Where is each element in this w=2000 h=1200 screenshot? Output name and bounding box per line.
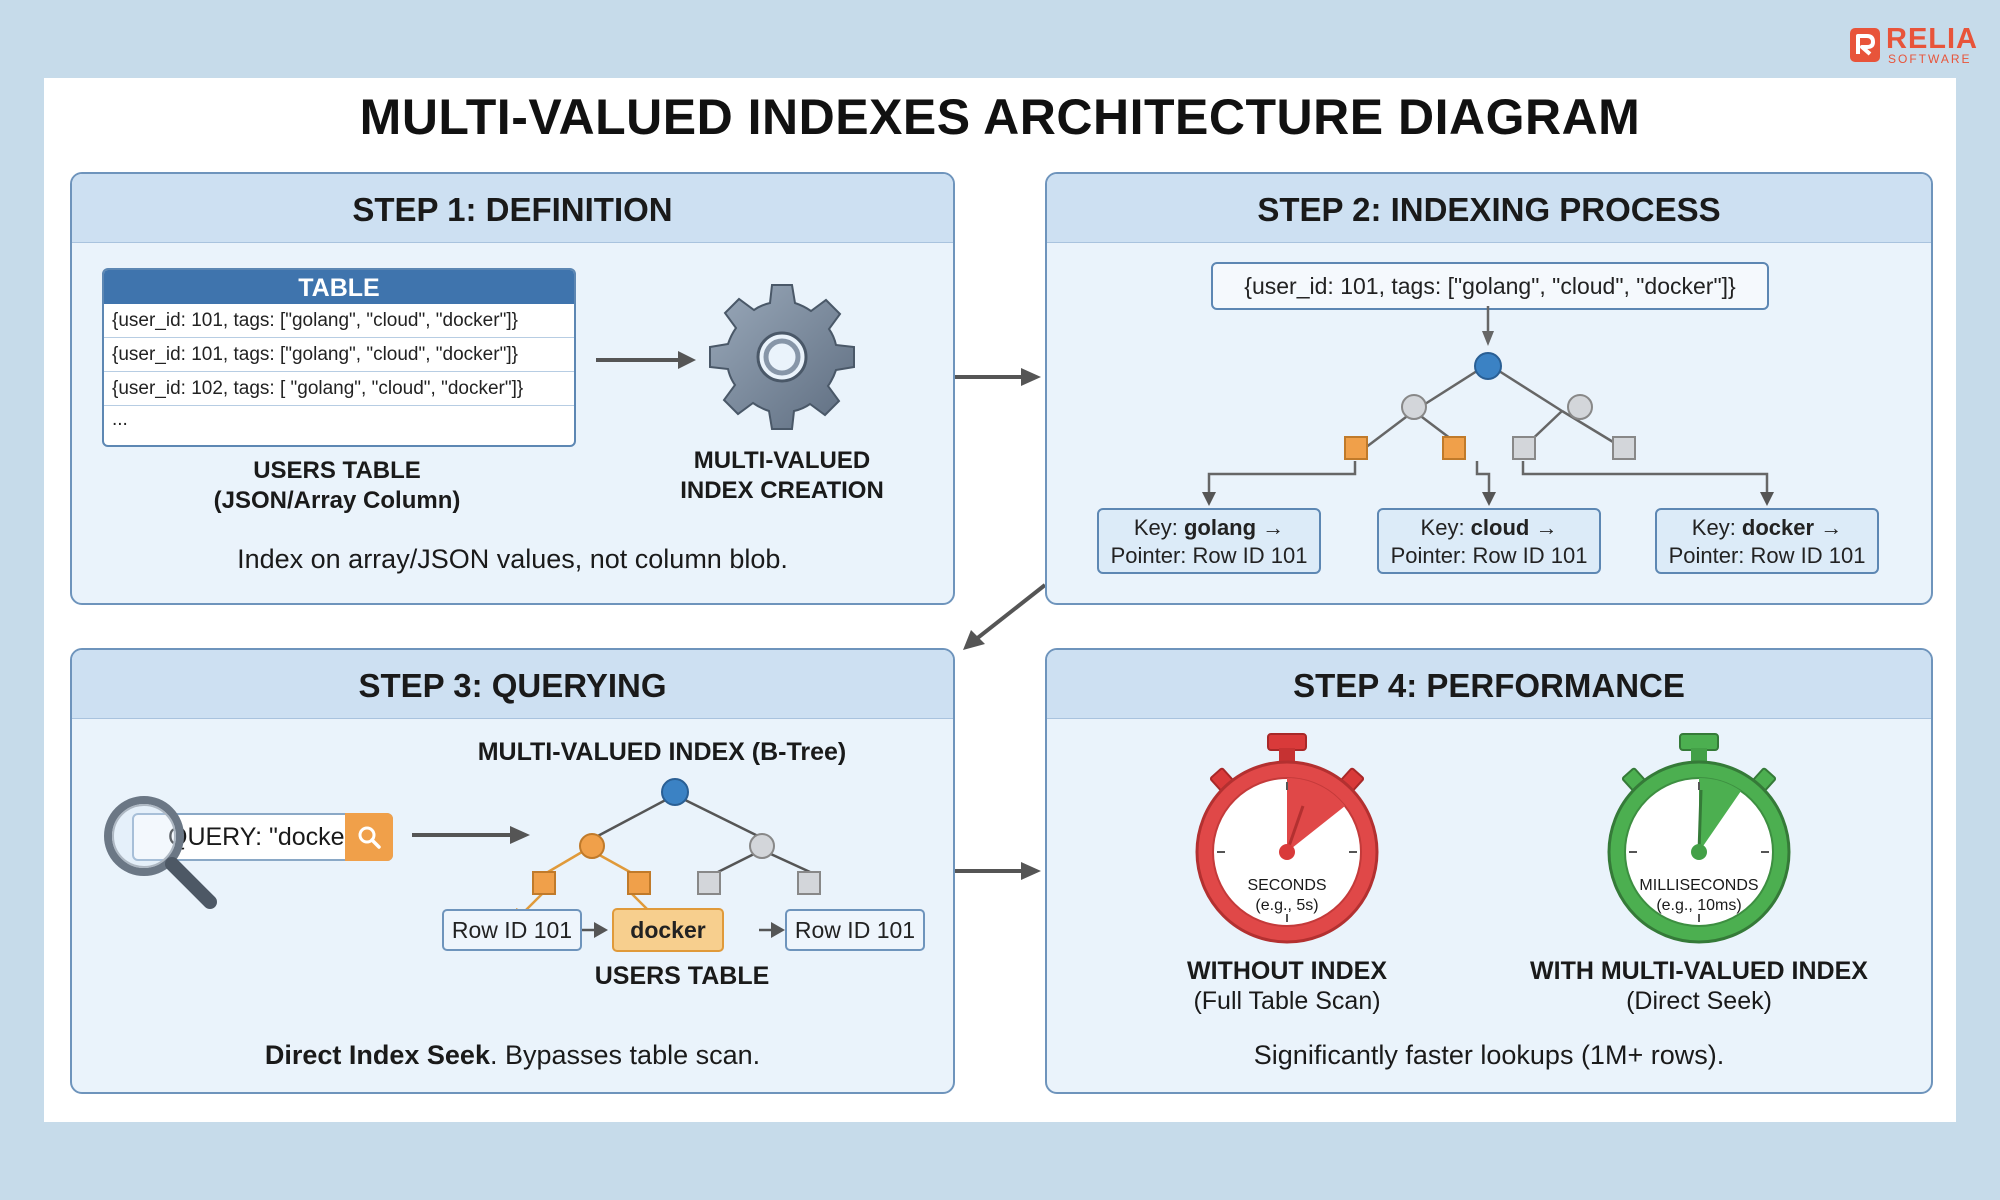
- key-value: golang: [1183, 515, 1257, 540]
- index-key-line: Key: docker →: [1657, 514, 1877, 542]
- table-header: TABLE: [104, 270, 574, 304]
- gear-icon: [709, 284, 855, 430]
- step3-note-bold: Direct Index Seek: [264, 1040, 490, 1070]
- table-caption-line1: USERS TABLE: [253, 457, 421, 484]
- indexing-tree-icon: [1202, 306, 1774, 506]
- arrow-table-to-gear-icon: [596, 351, 696, 369]
- magnifier-icon: [104, 796, 217, 909]
- step4-panel: STEP 4: PERFORMANCE SECONDS (e.g., 5s) W…: [1045, 648, 1933, 1094]
- gear-caption-line2: INDEX CREATION: [680, 477, 884, 504]
- users-table: TABLE {user_id: 101, tags: ["golang", "c…: [102, 268, 576, 447]
- diagram-title: MULTI-VALUED INDEXES ARCHITECTURE DIAGRA…: [359, 89, 1641, 145]
- table-row: ...: [112, 409, 128, 430]
- brand-name: RELIA: [1886, 23, 1978, 55]
- slow-example: (e.g., 5s): [1255, 897, 1319, 914]
- search-icon: [358, 826, 381, 849]
- slow-caption-line2: (Full Table Scan): [1193, 987, 1381, 1015]
- fast-readout: MILLISECONDS (e.g., 10ms): [1599, 876, 1799, 916]
- gear-caption-line1: MULTI-VALUED: [693, 447, 871, 474]
- arrow-step3-to-step4-icon: [955, 862, 1041, 880]
- step2-panel: STEP 2: INDEXING PROCESS {user_id: 101, …: [1045, 172, 1933, 605]
- index-key-line: Key: cloud →: [1379, 514, 1599, 542]
- index-key-cloud: Key: cloud → Pointer: Row ID 101: [1377, 508, 1601, 574]
- arrow-step2-to-step3-icon: [963, 583, 1047, 650]
- arrow-query-to-index-icon: [412, 826, 530, 844]
- step2-heading: STEP 2: INDEXING PROCESS: [1047, 174, 1931, 243]
- key-label: Key:: [1133, 515, 1184, 540]
- fast-caption-line1: WITH MULTI-VALUED INDEX: [1530, 957, 1868, 985]
- fast-example: (e.g., 10ms): [1656, 897, 1742, 914]
- btree-title: MULTI-VALUED INDEX (B-Tree): [477, 738, 847, 766]
- fast-caption: WITH MULTI-VALUED INDEX (Direct Seek): [1489, 956, 1909, 1016]
- key-arrow: →: [1814, 515, 1843, 540]
- key-value: cloud: [1470, 515, 1530, 540]
- fast-unit: MILLISECONDS: [1639, 877, 1759, 894]
- slow-caption: WITHOUT INDEX (Full Table Scan): [1127, 956, 1447, 1016]
- brand-logo: RELIA SOFTWARE: [1850, 24, 1990, 66]
- index-key-line: Key: golang →: [1099, 514, 1319, 542]
- stopwatch-fast-icon: [1607, 733, 1791, 944]
- step1-heading: STEP 1: DEFINITION: [72, 174, 953, 243]
- stopwatch-slow-icon: [1195, 733, 1379, 944]
- key-pointer: Pointer: Row ID 101: [1668, 543, 1866, 568]
- slow-unit: SECONDS: [1247, 877, 1327, 894]
- row-id-left: Row ID 101: [442, 909, 582, 951]
- step3-panel: STEP 3: QUERYING QUERY: "docker" MULTI-V…: [70, 648, 955, 1094]
- key-arrow: →: [1529, 515, 1558, 540]
- step3-note-rest: . Bypasses table scan.: [489, 1040, 761, 1070]
- step3-note: Direct Index Seek. Bypasses table scan.: [72, 1040, 953, 1071]
- table-row: {user_id: 102, tags: [ "golang", "cloud"…: [104, 372, 574, 406]
- search-button: [345, 813, 393, 861]
- fast-caption-line2: (Direct Seek): [1626, 987, 1772, 1015]
- matched-key-docker: docker: [612, 908, 724, 952]
- table-caption-line2: (JSON/Array Column): [213, 487, 461, 514]
- step4-heading: STEP 4: PERFORMANCE: [1047, 650, 1931, 719]
- key-value: docker: [1741, 515, 1815, 540]
- slow-caption-line1: WITHOUT INDEX: [1187, 957, 1387, 985]
- step3-table-caption: USERS TABLE: [594, 962, 770, 990]
- key-label: Key:: [1420, 515, 1471, 540]
- key-arrow: →: [1256, 515, 1285, 540]
- table-caption: USERS TABLE (JSON/Array Column): [102, 456, 572, 516]
- step4-note: Significantly faster lookups (1M+ rows).: [1253, 1040, 1725, 1070]
- step1-note: Index on array/JSON values, not column b…: [237, 544, 788, 574]
- relia-logo-icon: [1850, 28, 1880, 62]
- brand-sub: SOFTWARE: [1888, 52, 1972, 66]
- table-row: {user_id: 101, tags: ["golang", "cloud",…: [104, 304, 574, 338]
- query-text: QUERY: "docker": [168, 823, 362, 851]
- row-id-right: Row ID 101: [785, 909, 925, 951]
- key-pointer: Pointer: Row ID 101: [1110, 543, 1308, 568]
- table-row: {user_id: 101, tags: ["golang", "cloud",…: [104, 338, 574, 372]
- key-pointer: Pointer: Row ID 101: [1390, 543, 1588, 568]
- gear-caption: MULTI-VALUED INDEX CREATION: [672, 446, 892, 506]
- key-label: Key:: [1691, 515, 1742, 540]
- step3-heading: STEP 3: QUERYING: [72, 650, 953, 719]
- query-tree-icon: [516, 778, 821, 938]
- index-key-golang: Key: golang → Pointer: Row ID 101: [1097, 508, 1321, 574]
- source-document: {user_id: 101, tags: ["golang", "cloud",…: [1211, 262, 1769, 310]
- step1-panel: STEP 1: DEFINITION TABLE {user_id: 101, …: [70, 172, 955, 605]
- index-key-docker: Key: docker → Pointer: Row ID 101: [1655, 508, 1879, 574]
- slow-readout: SECONDS (e.g., 5s): [1187, 876, 1387, 916]
- arrow-step1-to-step2-icon: [955, 368, 1041, 386]
